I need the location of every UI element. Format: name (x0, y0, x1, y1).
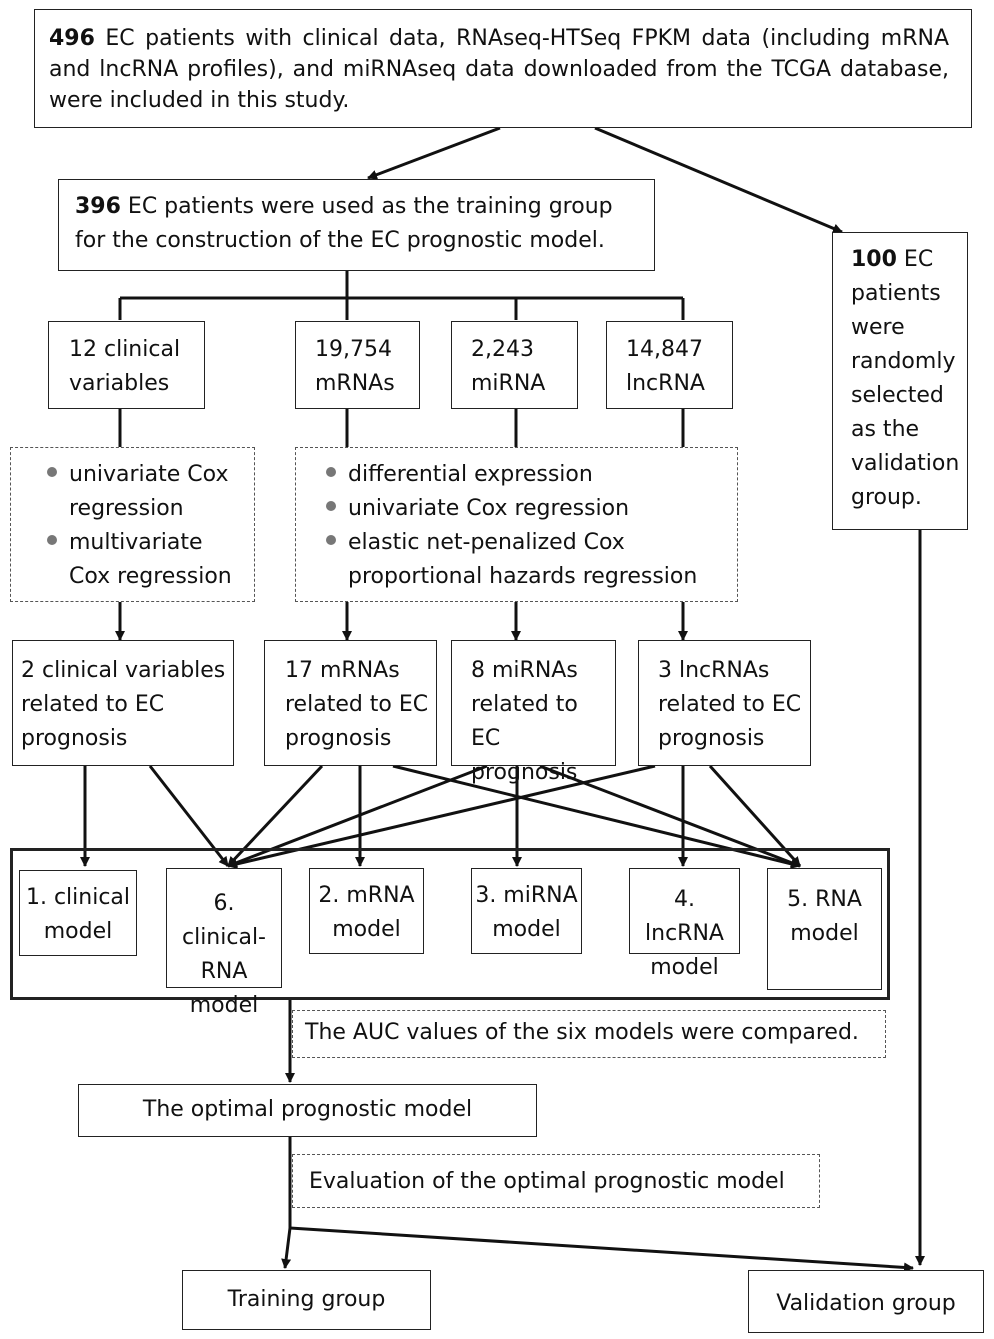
training-patient-count: 396 (75, 194, 121, 219)
source-patient-count: 496 (49, 26, 95, 51)
feature-label: 19,754 mRNAs (315, 337, 395, 396)
method-item: differential expression (320, 458, 731, 492)
method-item: univariate Cox regression (320, 492, 731, 526)
method-item: multivariate Cox regression (41, 526, 248, 594)
model-label: 4. lncRNA model (645, 887, 724, 980)
feature-box-lncrna: 14,847 lncRNA (606, 321, 733, 409)
feature-label: 14,847 lncRNA (626, 337, 705, 396)
validation-group-box: Validation group (748, 1270, 984, 1333)
feature-box-clinical: 12 clinical variables (48, 321, 205, 409)
training-cohort-box: 396 EC patients were used as the trainin… (58, 179, 655, 271)
auc-note-text: The AUC values of the six models were co… (305, 1020, 859, 1045)
selected-box-lncrna: 3 lncRNAs related to EC prognosis (638, 640, 811, 766)
evaluation-note-text: Evaluation of the optimal prognostic mod… (309, 1169, 785, 1194)
validation-group-label: Validation group (776, 1291, 956, 1316)
training-group-label: Training group (227, 1287, 386, 1312)
model-box-rna: 5. RNA model (767, 868, 882, 990)
model-box-lncrna: 4. lncRNA model (629, 868, 740, 980)
model-box-clinical-rna: 6. clinical-RNA model (166, 868, 282, 1018)
models-container (10, 848, 890, 1000)
optimal-model-label: The optimal prognostic model (142, 1097, 473, 1122)
validation-cohort-description: EC patients were randomly selected as th… (851, 247, 960, 510)
validation-patient-count: 100 (851, 247, 897, 272)
selected-label: 8 miRNAs related to EC prognosis (471, 658, 578, 785)
model-box-mirna: 3. miRNA model (471, 868, 582, 954)
source-description: EC patients with clinical data, RNAseq-H… (49, 26, 949, 113)
feature-box-mrna: 19,754 mRNAs (295, 321, 420, 409)
model-label: 5. RNA model (787, 887, 862, 946)
feature-label: 12 clinical variables (69, 337, 181, 396)
model-label: 3. miRNA model (475, 883, 578, 942)
arrow-to-training-group (281, 1227, 292, 1269)
training-group-box: Training group (182, 1270, 431, 1330)
evaluation-note: Evaluation of the optimal prognostic mod… (292, 1154, 820, 1208)
selected-box-clinical: 2 clinical variables related to EC progn… (12, 640, 234, 766)
selected-label: 2 clinical variables related to EC progn… (21, 658, 226, 751)
rna-methods-box: differential expression univariate Cox r… (295, 447, 738, 602)
model-label: 2. mRNA model (318, 883, 415, 942)
arrow-source-to-validation (594, 126, 843, 234)
selected-box-mirna: 8 miRNAs related to EC prognosis (451, 640, 616, 785)
validation-cohort-box: 100 EC patients were randomly selected a… (832, 232, 968, 530)
feature-label: 2,243 miRNA (471, 337, 546, 396)
model-label: 6. clinical-RNA model (181, 891, 266, 1018)
training-cohort-description: EC patients were used as the training gr… (75, 194, 613, 253)
selected-label: 17 mRNAs related to EC prognosis (285, 658, 429, 751)
optimal-model-box: The optimal prognostic model (78, 1084, 537, 1137)
source-cohort-box: 496 EC patients with clinical data, RNAs… (34, 9, 972, 128)
arrow-source-to-training (367, 126, 501, 180)
method-item: univariate Cox regression (41, 458, 248, 526)
arrow-to-validation-group (289, 1226, 914, 1273)
feature-box-mirna: 2,243 miRNA (451, 321, 578, 409)
method-item: elastic net-penalized Cox proportional h… (320, 526, 731, 594)
model-box-clinical: 1. clinical model (19, 870, 137, 956)
model-box-mrna: 2. mRNA model (309, 868, 424, 954)
auc-comparison-note: The AUC values of the six models were co… (292, 1010, 886, 1058)
selected-label: 3 lncRNAs related to EC prognosis (658, 658, 802, 751)
selected-box-mrna: 17 mRNAs related to EC prognosis (264, 640, 437, 766)
clinical-methods-box: univariate Cox regression multivariate C… (10, 447, 255, 602)
model-label: 1. clinical model (25, 885, 131, 944)
